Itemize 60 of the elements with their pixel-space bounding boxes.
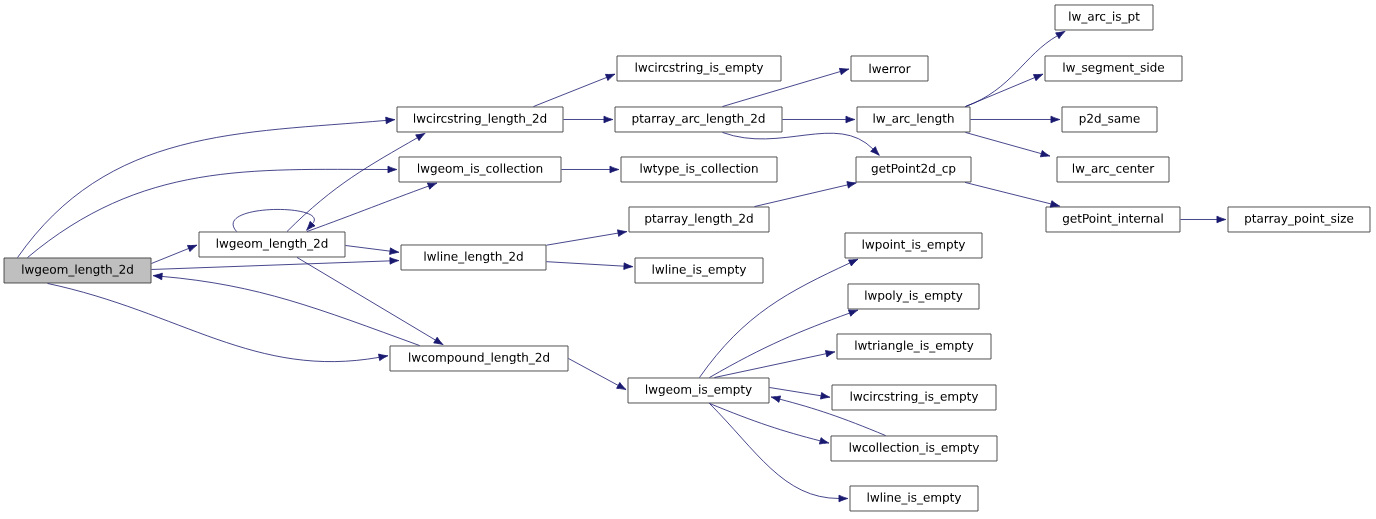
function-box: lwcircstring_is_empty: [616, 55, 782, 82]
arrow: [709, 309, 859, 378]
arrow: [561, 165, 620, 174]
function-box: getPoint_internal: [1045, 206, 1181, 233]
function-box: lwline_length_2d: [400, 244, 547, 271]
arrow: [965, 132, 1051, 158]
arrow: [151, 257, 400, 270]
arrow: [965, 73, 1044, 107]
function-box: p2d_same: [1061, 106, 1158, 133]
function-box: lwgeom_length_2d: [3, 257, 152, 284]
function-box: lw_arc_length: [856, 106, 971, 133]
arrow: [151, 244, 198, 264]
arrow: [152, 272, 420, 346]
arrow: [563, 115, 614, 124]
function-box: getPoint2d_cp: [855, 156, 972, 183]
arrow: [286, 132, 426, 232]
arrow: [1180, 215, 1227, 224]
arrow: [345, 245, 400, 255]
arrow: [17, 116, 396, 258]
function-box: lw_arc_center: [1056, 156, 1170, 183]
function-box: lwgeom_is_collection: [398, 156, 562, 183]
function-box: lwcompound_length_2d: [389, 345, 569, 372]
arrow: [232, 209, 316, 232]
function-box: lwcollection_is_empty: [830, 435, 998, 462]
arrow: [568, 358, 627, 391]
arrow: [964, 182, 1061, 208]
function-box: lwpoint_is_empty: [844, 232, 983, 259]
function-box: lwerror: [850, 55, 929, 82]
arrow: [533, 73, 616, 107]
arrow: [722, 132, 880, 156]
arrow: [699, 258, 859, 378]
arrow: [714, 350, 836, 378]
arrow: [306, 182, 438, 232]
function-box: lwline_is_empty: [634, 257, 764, 284]
function-box: ptarray_length_2d: [628, 206, 770, 233]
function-box: lwcircstring_length_2d: [396, 106, 564, 133]
arrow: [709, 403, 849, 503]
arrow: [546, 261, 634, 270]
arrow: [770, 395, 886, 436]
function-box: lwgeom_is_empty: [627, 377, 770, 404]
function-box: lwline_is_empty: [849, 485, 979, 512]
arrow: [47, 283, 389, 362]
arrow: [27, 165, 398, 258]
arrow: [970, 115, 1061, 124]
arrow: [709, 403, 830, 445]
arrow: [769, 387, 831, 400]
function-box: ptarray_arc_length_2d: [614, 106, 783, 133]
function-box: lwtriangle_is_empty: [836, 333, 992, 360]
function-box: lwpoly_is_empty: [847, 283, 980, 310]
arrow: [754, 181, 857, 207]
function-box: lwtype_is_collection: [620, 156, 778, 183]
arrow: [546, 229, 628, 246]
arrow: [722, 67, 850, 107]
function-box: lw_arc_is_pt: [1054, 4, 1154, 31]
arrow: [296, 257, 444, 346]
function-box: lwgeom_length_2d: [198, 231, 346, 258]
function-box: lw_segment_side: [1044, 55, 1183, 82]
function-box: ptarray_point_size: [1227, 206, 1371, 233]
function-box: lwcircstring_is_empty: [831, 384, 997, 411]
arrow: [782, 115, 856, 124]
